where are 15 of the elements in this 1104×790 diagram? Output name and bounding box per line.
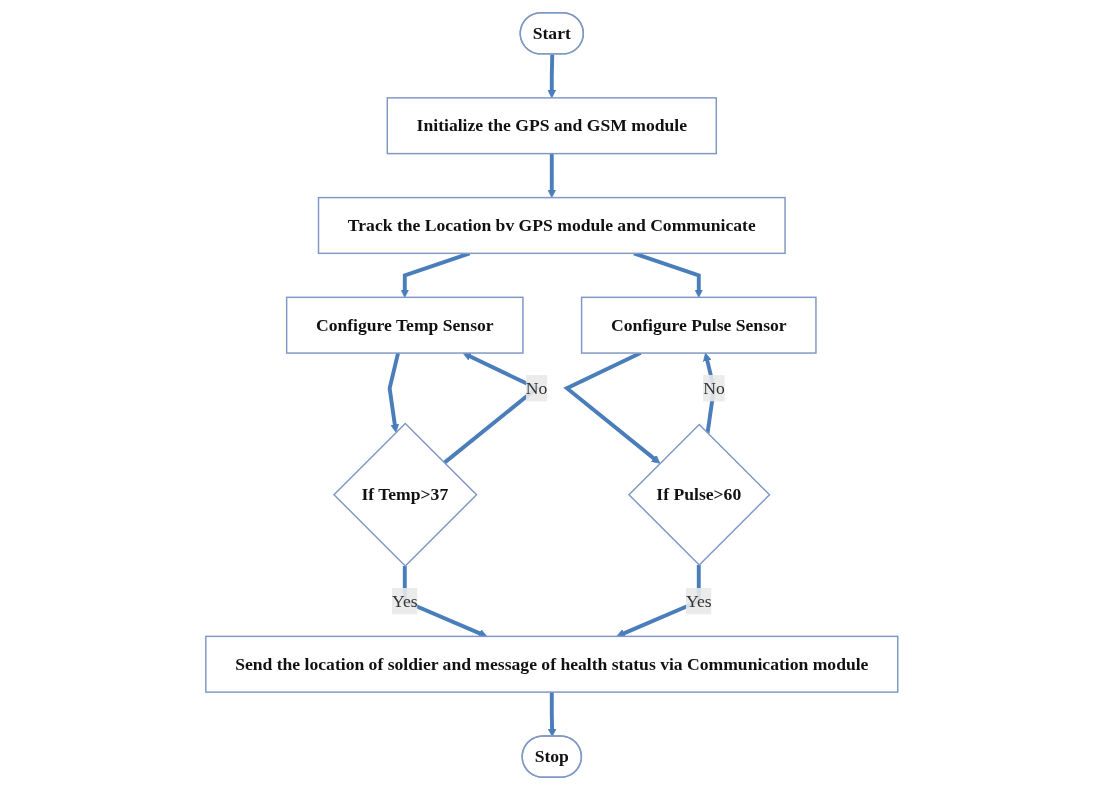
node-box: Track the Location bv GPS module and Communicate: [318, 196, 786, 255]
edge-label: Yes: [392, 590, 418, 611]
node-box: Configure Temp Sensor: [286, 296, 524, 354]
edge-label: No: [703, 377, 725, 398]
node-diamond: If Temp>37: [333, 422, 478, 567]
arrow: [547, 54, 557, 99]
arrow: [548, 692, 557, 737]
node-box: Send the location of soldier and message of health status via Communication module: [205, 635, 899, 693]
arrow: [547, 153, 557, 198]
node-box: Configure Pulse Sensor: [581, 296, 817, 354]
node-diamond: If Pulse>60: [628, 423, 771, 567]
arrow: [387, 352, 401, 433]
edge-label: No: [526, 377, 548, 398]
node-box: Initialize the GPS and GSM module: [386, 97, 718, 155]
edge-label: Yes: [686, 590, 712, 611]
